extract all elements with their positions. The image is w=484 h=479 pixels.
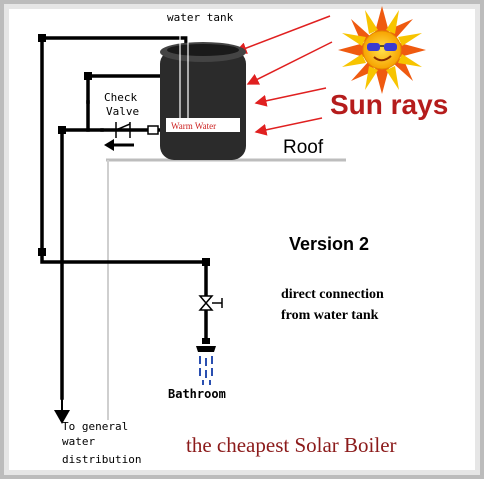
bathroom-label: Bathroom	[168, 387, 226, 401]
flow-arrow-icon	[104, 139, 134, 151]
check-valve-icon	[115, 122, 159, 138]
shower-head-icon	[196, 338, 216, 385]
roof-label: Roof	[283, 137, 324, 158]
water-tank	[160, 30, 246, 160]
direct-connection-line2: from water tank	[281, 308, 379, 323]
tagline: the cheapest Solar Boiler	[186, 433, 397, 457]
check-valve-label-line2: Valve	[106, 105, 139, 118]
version-label: Version 2	[289, 234, 369, 254]
pipes	[40, 36, 208, 400]
faucet-valve-icon	[198, 295, 223, 311]
warm-water-label: Warm Water	[171, 121, 216, 131]
check-valve-label-line1: Check	[104, 91, 137, 104]
distribution-arrow	[54, 395, 70, 424]
distribution-label-line2: water	[62, 435, 95, 448]
sun-ray-arrows	[234, 15, 333, 136]
sun-icon	[338, 6, 426, 94]
distribution-label-line1: To general	[62, 420, 128, 433]
direct-connection-line1: direct connection	[281, 287, 384, 302]
distribution-label-line3: distribution	[62, 453, 141, 466]
pipe-joints	[38, 34, 210, 266]
sun-rays-label: Sun rays	[330, 89, 448, 120]
water-tank-label: water tank	[167, 11, 234, 24]
warm-water-label-box	[166, 118, 240, 132]
